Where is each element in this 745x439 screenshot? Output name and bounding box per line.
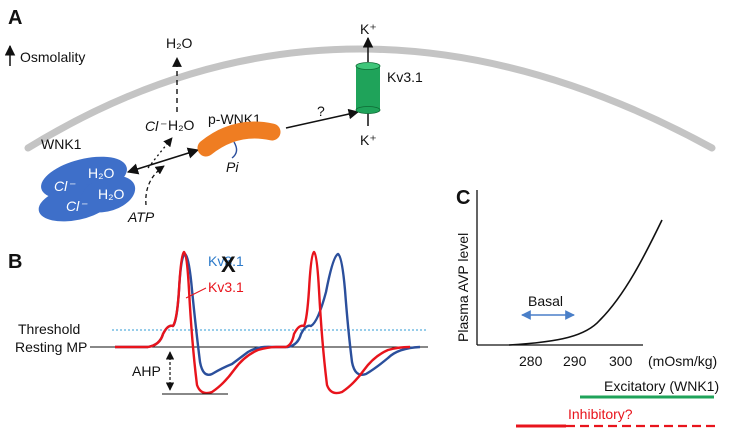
blob-cl-1: Cl⁻ bbox=[54, 178, 76, 194]
panel-b-letter: B bbox=[8, 251, 22, 273]
panel-a: A Osmolality H₂O Cl⁻ H₂O WNK1 H₂O Cl⁻ H₂… bbox=[4, 7, 716, 225]
cl-label: Cl⁻ bbox=[145, 118, 167, 134]
cell-membrane bbox=[24, 45, 716, 152]
phosphorylation-arrow bbox=[126, 147, 200, 175]
c-xtick-300: 300 bbox=[609, 353, 633, 369]
atp-arrow bbox=[145, 165, 165, 206]
kv31-label-leader bbox=[185, 287, 207, 299]
kv31-label: Kv3.1 bbox=[387, 69, 423, 85]
excitatory-label: Excitatory (WNK1) bbox=[604, 378, 719, 394]
kv31-control-label: Kv3.1 bbox=[208, 279, 244, 295]
wnk1-protein bbox=[38, 156, 136, 222]
c-xtick-280: 280 bbox=[519, 353, 543, 369]
ahp-label: AHP bbox=[132, 363, 161, 379]
h2o-mid-label: H₂O bbox=[168, 117, 195, 133]
kv31-knockout-label: Kv3.1 bbox=[208, 253, 244, 269]
knockout-x-mark: X bbox=[221, 252, 236, 277]
kv31-control-trace bbox=[115, 250, 411, 395]
panel-a-letter: A bbox=[8, 7, 22, 29]
c-xtick-290: 290 bbox=[563, 353, 587, 369]
blob-h2o-2: H₂O bbox=[98, 186, 125, 202]
phosphate-link bbox=[231, 141, 238, 159]
k-top-label: K⁺ bbox=[360, 21, 377, 37]
panel-b: B Threshold Resting MP Kv3.1 X Kv3.1 AHP bbox=[8, 250, 428, 395]
kv31-channel bbox=[355, 62, 381, 114]
blob-h2o-1: H₂O bbox=[88, 165, 115, 181]
threshold-label: Threshold bbox=[18, 321, 80, 337]
osmolality-label: Osmolality bbox=[20, 49, 85, 65]
panel-c-letter: C bbox=[456, 187, 470, 209]
c-xunit: (mOsm/kg) bbox=[648, 353, 717, 369]
basal-label: Basal bbox=[528, 293, 563, 309]
h2o-top-label: H₂O bbox=[166, 35, 193, 51]
pi-label: Pi bbox=[226, 159, 239, 175]
k-bottom-label: K⁺ bbox=[360, 132, 377, 148]
wnk1-label: WNK1 bbox=[41, 136, 82, 152]
resting-mp-label: Resting MP bbox=[15, 339, 87, 355]
blob-cl-2: Cl⁻ bbox=[66, 198, 88, 214]
kv31-regulation-arrow bbox=[285, 108, 360, 129]
cl-release-arrow bbox=[147, 137, 173, 169]
question-label: ? bbox=[317, 103, 325, 119]
panel-c: C Plasma AVP level 280 290 300 (mOsm/kg)… bbox=[455, 187, 719, 428]
avp-curve bbox=[508, 219, 663, 346]
inhibitory-label: Inhibitory? bbox=[568, 406, 633, 422]
c-ylabel: Plasma AVP level bbox=[455, 233, 471, 342]
atp-label: ATP bbox=[127, 209, 155, 225]
kv31-knockout-trace bbox=[115, 252, 421, 376]
p-wnk1-protein bbox=[197, 121, 281, 157]
